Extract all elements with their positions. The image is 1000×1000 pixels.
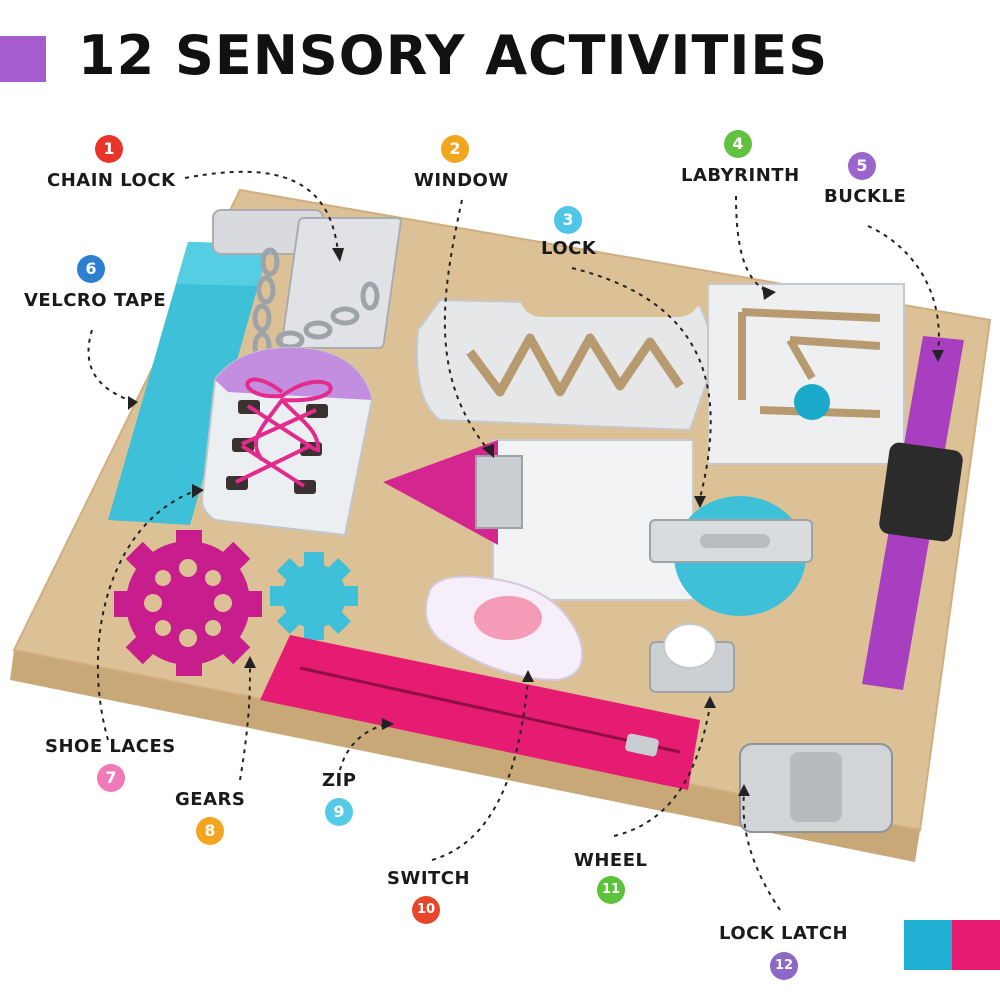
title-square-icon	[0, 36, 46, 82]
activity-number-11: 11	[597, 876, 625, 904]
activity-label-shoe-laces: SHOE LACES	[45, 736, 176, 757]
labyrinth-path	[466, 333, 684, 397]
zip-pull	[625, 733, 659, 757]
zip-teeth	[299, 666, 681, 754]
activity-number-4: 4	[724, 130, 752, 158]
activity-number-12: 12	[770, 952, 798, 980]
activity-label-wheel: WHEEL	[574, 850, 648, 871]
wheel	[663, 623, 717, 669]
board-edge	[10, 650, 920, 862]
activity-label-chain-lock: CHAIN LOCK	[47, 170, 176, 191]
activity-label-labyrinth: LABYRINTH	[681, 165, 800, 186]
board-handle	[520, 275, 700, 317]
activity-number-3: 3	[554, 206, 582, 234]
zip-tape	[260, 635, 700, 790]
color-swatch-icon	[904, 920, 952, 970]
activity-label-zip: ZIP	[322, 770, 357, 791]
shoe-laces	[235, 377, 333, 488]
labyrinth-panel	[415, 298, 720, 432]
activity-number-9: 9	[325, 798, 353, 826]
activity-label-lock: LOCK	[541, 238, 597, 259]
buckle-clip	[879, 442, 963, 542]
activity-label-velcro-tape: VELCRO TAPE	[24, 290, 167, 311]
shoe-toe	[215, 347, 372, 400]
switch-button	[474, 596, 542, 640]
activity-label-switch: SWITCH	[387, 868, 471, 889]
activity-label-gears: GEARS	[175, 789, 246, 810]
gear-large	[114, 530, 262, 676]
activity-number-7: 7	[97, 764, 125, 792]
leader-lines	[87, 170, 940, 911]
leader-arrowheads	[128, 248, 944, 796]
activity-number-10: 10	[412, 896, 440, 924]
activity-number-2: 2	[441, 135, 469, 163]
chain-lock-slot	[280, 217, 402, 349]
activity-label-lock-latch: LOCK LATCH	[719, 923, 849, 944]
window-triangle	[383, 440, 498, 545]
velcro-tape	[108, 242, 270, 525]
activity-number-1: 1	[95, 135, 123, 163]
labyrinth-grid-slots	[738, 308, 881, 418]
activity-number-6: 6	[77, 255, 105, 283]
activity-number-8: 8	[196, 817, 224, 845]
page-title: 12 SENSORY ACTIVITIES	[78, 24, 829, 87]
color-swatch-icon	[952, 920, 1000, 970]
labyrinth-knob	[794, 384, 830, 420]
gear-small	[270, 552, 358, 640]
activity-label-window: WINDOW	[414, 170, 509, 191]
activity-label-buckle: BUCKLE	[824, 186, 907, 207]
activity-number-5: 5	[848, 152, 876, 180]
window-hinge	[475, 455, 523, 529]
